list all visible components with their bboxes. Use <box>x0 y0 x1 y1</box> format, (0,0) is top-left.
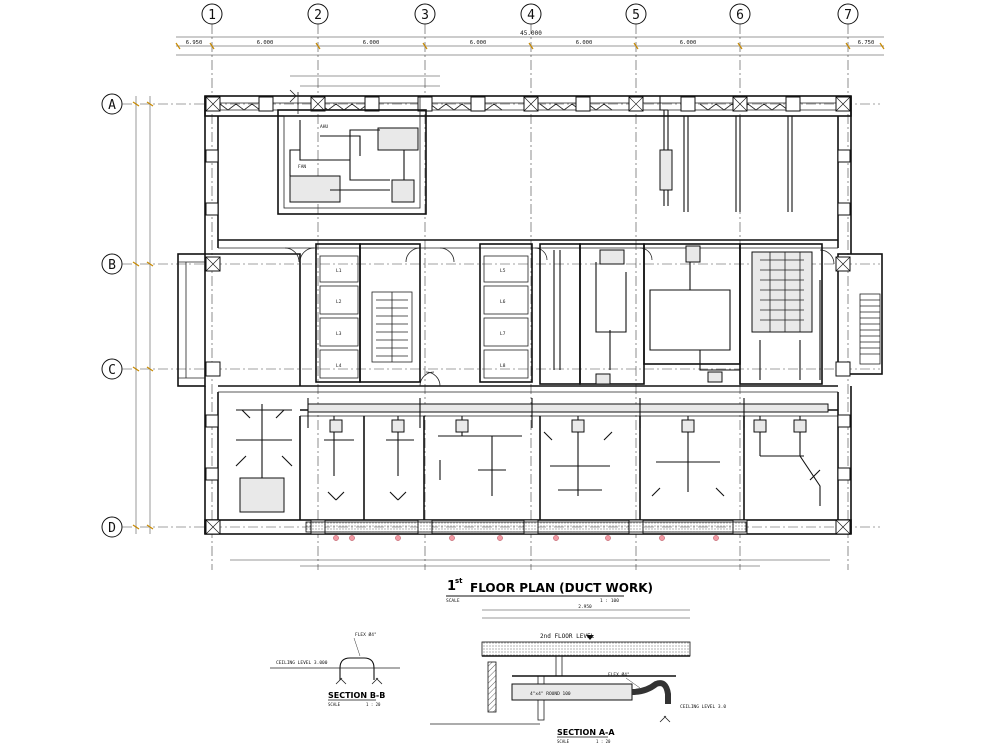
svg-text:6.000: 6.000 <box>363 40 380 46</box>
section-aa-duct-label: 4"x4" ROUND 100 <box>530 691 571 697</box>
section-aa-ceiling-label: CEILING LEVEL 3.0 <box>680 704 726 710</box>
svg-text:2: 2 <box>314 8 322 23</box>
corridor-trunk-duct <box>307 398 829 428</box>
svg-text:FAN: FAN <box>298 164 306 170</box>
svg-text:D: D <box>108 521 116 536</box>
east-service-rooms <box>539 243 823 385</box>
plan-title-text: FLOOR PLAN (DUCT WORK) <box>470 581 653 595</box>
section-aa: 2.950 2nd FLOOR LEVEL 4"x4" ROUND 100 FL… <box>430 604 726 744</box>
svg-text:L5: L5 <box>500 268 506 274</box>
left-dimensions <box>132 96 154 534</box>
grid-bubble-row-a: A <box>101 93 123 115</box>
svg-text:6.000: 6.000 <box>576 40 593 46</box>
svg-text:L4: L4 <box>336 363 342 369</box>
section-aa-flex-label: FLEX Ø4" <box>608 671 630 678</box>
section-aa-floor-level: 2nd FLOOR LEVEL <box>540 633 595 640</box>
grid-bubble-row-b: B <box>101 253 123 275</box>
section-bb-scale-value: 1 : 20 <box>366 702 381 707</box>
structural-columns <box>205 96 851 535</box>
svg-text:3: 3 <box>421 8 429 23</box>
svg-text:B: B <box>108 258 116 273</box>
svg-text:L1: L1 <box>336 268 342 274</box>
svg-text:AHU: AHU <box>320 124 328 130</box>
grid-bubble-col-1: 1 <box>201 3 223 25</box>
section-bb-ceiling-label: CEILING LEVEL 3.000 <box>276 660 328 666</box>
section-aa-overall-dim: 2.950 <box>578 604 592 610</box>
grid-bubble-col-3: 3 <box>414 3 436 25</box>
north-wing-ducts <box>659 96 793 212</box>
svg-text:6.750: 6.750 <box>858 40 875 46</box>
svg-text:L6: L6 <box>500 299 506 305</box>
south-facade-strip <box>230 521 830 567</box>
svg-text:4: 4 <box>527 8 535 23</box>
grid-lines <box>122 24 880 570</box>
mechanical-room: AHU FAN <box>277 89 427 215</box>
section-aa-title: SECTION A-A <box>557 728 615 737</box>
grid-bubble-col-7: 7 <box>837 3 859 25</box>
grid-bubble-row-c: C <box>101 358 123 380</box>
grid-bubble-col-4: 4 <box>520 3 542 25</box>
svg-text:6.000: 6.000 <box>680 40 697 46</box>
grid-bubble-row-d: D <box>101 516 123 538</box>
svg-text:1: 1 <box>208 8 216 23</box>
plan-title-number: 1 <box>447 579 456 594</box>
svg-text:L8: L8 <box>500 363 506 369</box>
grid-bubble-col-2: 2 <box>307 3 329 25</box>
plan-title: 1 st FLOOR PLAN (DUCT WORK) SCALE 1 : 10… <box>446 577 653 604</box>
svg-text:L7: L7 <box>500 331 506 337</box>
svg-text:6.000: 6.000 <box>257 40 274 46</box>
plan-title-superscript: st <box>455 577 463 585</box>
section-bb-flex-label: FLEX Ø4" <box>355 631 377 638</box>
grid-column-bubbles: 1 2 3 4 5 6 7 <box>201 3 859 25</box>
grid-row-bubbles: A B C D <box>101 93 123 538</box>
overall-dimension: 45.000 <box>520 30 542 37</box>
section-aa-scale-label: SCALE <box>557 739 570 744</box>
plan-scale-label: SCALE <box>446 598 460 604</box>
svg-text:6.000: 6.000 <box>470 40 487 46</box>
svg-text:6: 6 <box>736 8 744 23</box>
svg-text:7: 7 <box>844 8 852 23</box>
grid-bubble-col-6: 6 <box>729 3 751 25</box>
south-wing-rooms <box>235 404 821 520</box>
section-aa-scale-value: 1 : 20 <box>596 739 611 744</box>
svg-text:A: A <box>108 98 116 113</box>
svg-text:L2: L2 <box>336 299 342 305</box>
plan-scale-value: 1 : 100 <box>600 598 619 604</box>
section-bb-title: SECTION B-B <box>328 691 385 700</box>
section-bb-scale-label: SCALE <box>328 702 341 707</box>
top-dimensions: 45.000 6.950 6.000 6.000 6.000 6.000 6.0… <box>175 30 885 87</box>
grid-bubble-col-5: 5 <box>625 3 647 25</box>
central-core: L1 L2 L3 L4 L5 L6 L7 L8 <box>315 243 533 383</box>
section-bb: FLEX Ø4" CEILING LEVEL 3.000 SECTION B-B… <box>270 631 400 707</box>
svg-text:C: C <box>108 363 116 378</box>
svg-text:L3: L3 <box>336 331 342 337</box>
svg-text:5: 5 <box>632 8 640 23</box>
svg-text:6.950: 6.950 <box>186 40 203 46</box>
